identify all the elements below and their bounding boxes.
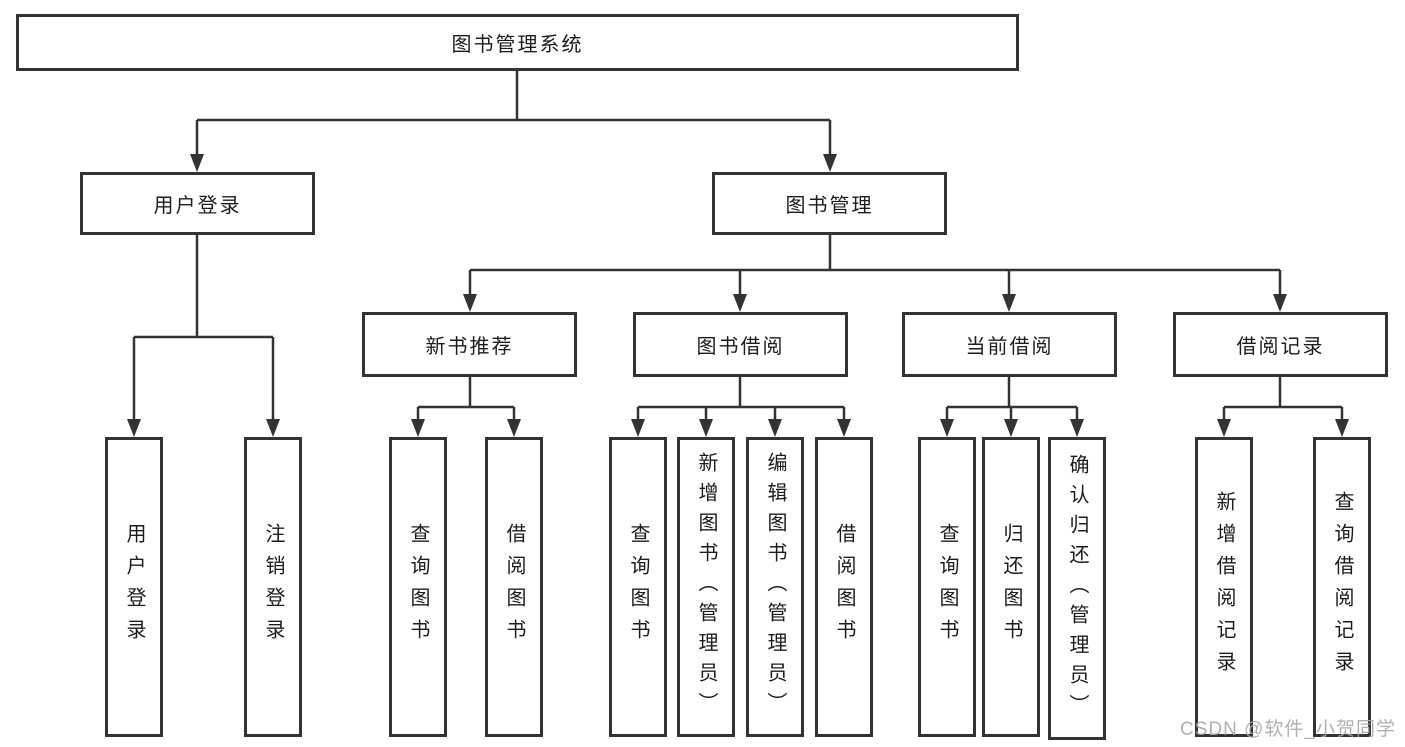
node-new-book-recommendation: 新书推荐	[362, 312, 577, 377]
leaf-return-books: 归还图书	[982, 437, 1040, 737]
node-library-management-system: 图书管理系统	[16, 14, 1019, 71]
node-current-borrowing: 当前借阅	[902, 312, 1117, 377]
arrowhead-icon	[940, 419, 954, 437]
leaf-query-books-borrowing: 查询图书	[609, 437, 667, 737]
arrowhead-icon	[1002, 294, 1016, 312]
arrowhead-icon	[699, 419, 713, 437]
arrowhead-icon	[127, 419, 141, 437]
arrowhead-icon	[190, 154, 204, 172]
leaf-query-borrow-record: 查询借阅记录	[1313, 437, 1371, 737]
csdn-watermark: CSDN @软件_小贺同学	[1180, 719, 1396, 740]
arrowhead-icon	[266, 419, 280, 437]
leaf-borrow-books-borrowing: 借阅图书	[815, 437, 873, 737]
leaf-add-books-admin: 新增图书（管理员）	[677, 437, 735, 737]
leaf-user-login: 用户登录	[105, 437, 163, 737]
arrowheads	[127, 154, 1349, 437]
node-borrowing-records: 借阅记录	[1173, 312, 1388, 377]
leaf-add-borrow-record: 新增借阅记录	[1195, 437, 1253, 737]
arrowhead-icon	[411, 419, 425, 437]
leaf-query-books-current: 查询图书	[918, 437, 976, 737]
leaf-logout: 注销登录	[244, 437, 302, 737]
arrowhead-icon	[1217, 419, 1231, 437]
node-user-login: 用户登录	[80, 172, 315, 235]
arrowhead-icon	[1273, 294, 1287, 312]
arrowhead-icon	[631, 419, 645, 437]
arrowhead-icon	[823, 154, 837, 172]
node-book-management: 图书管理	[712, 172, 947, 235]
arrowhead-icon	[463, 294, 477, 312]
arrowhead-icon	[768, 419, 782, 437]
node-book-borrowing: 图书借阅	[633, 312, 848, 377]
arrowhead-icon	[733, 294, 747, 312]
leaf-borrow-books-recommend: 借阅图书	[485, 437, 543, 737]
leaf-confirm-return-admin: 确认归还（管理员）	[1048, 437, 1106, 740]
arrowhead-icon	[1335, 419, 1349, 437]
leaf-query-books-recommend: 查询图书	[389, 437, 447, 737]
arrowhead-icon	[1004, 419, 1018, 437]
arrowhead-icon	[507, 419, 521, 437]
leaf-edit-books-admin: 编辑图书（管理员）	[746, 437, 804, 737]
connector-lines	[132, 70, 1344, 419]
arrowhead-icon	[1070, 419, 1084, 437]
arrowhead-icon	[837, 419, 851, 437]
